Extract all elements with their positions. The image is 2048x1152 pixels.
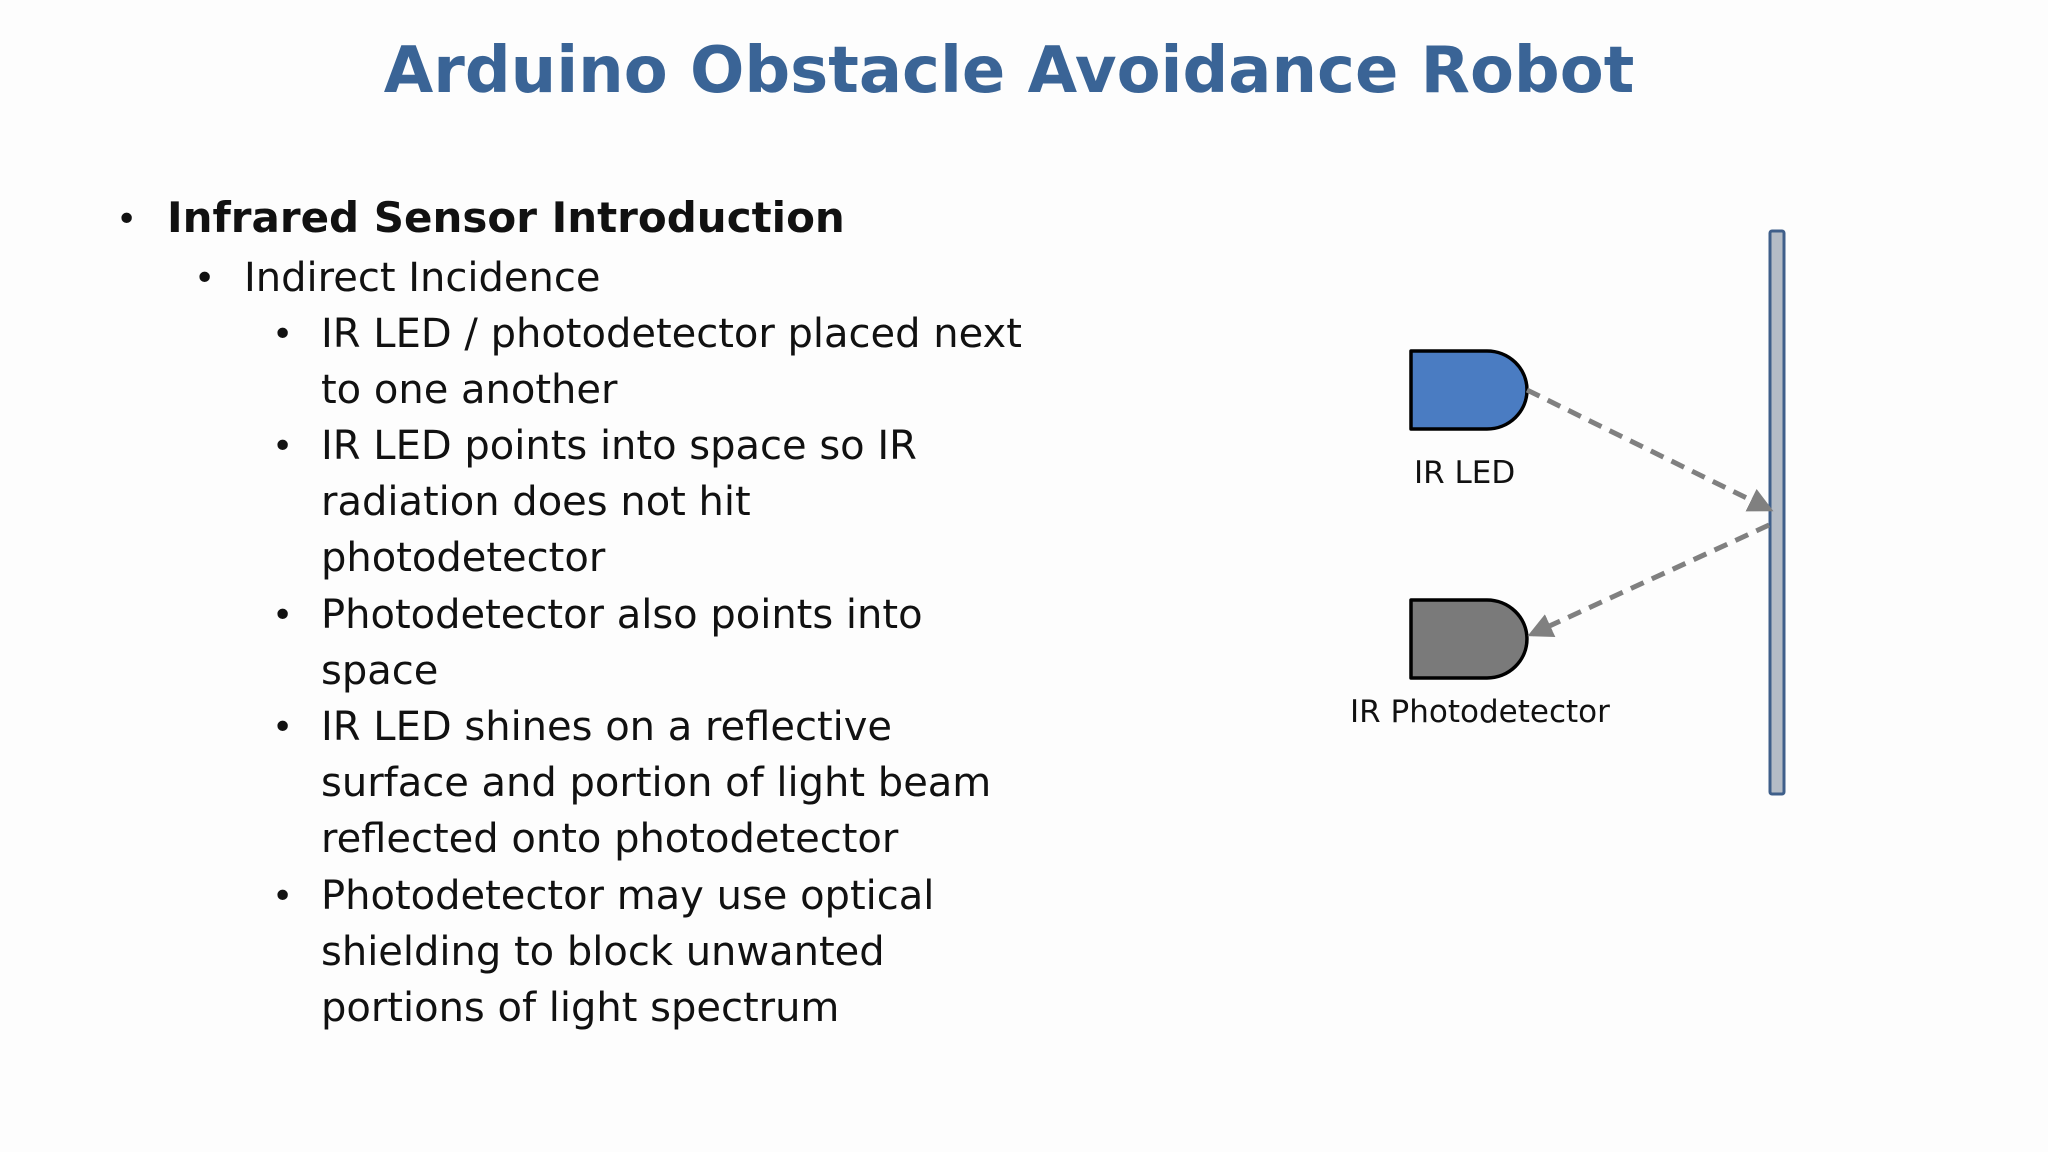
bullet-dot: •: [116, 199, 138, 240]
bullet-point-line: to one another: [321, 367, 618, 413]
ir-photodetector-shape: [1409, 598, 1529, 680]
ir-led-shape: [1409, 349, 1529, 431]
bullet-point-line: surface and portion of light beam: [321, 760, 992, 806]
bullet-dot: •: [272, 426, 294, 467]
bullet-point-line: reflected onto photodetector: [321, 816, 899, 862]
bullet-point-line: portions of light spectrum: [321, 985, 840, 1031]
reflected-beam-arrow: [1527, 522, 1771, 637]
bullet-point-line: photodetector: [321, 535, 606, 581]
reflective-surface: [1768, 229, 1786, 796]
bullet-point-line: IR LED points into space so IR: [321, 423, 917, 469]
bullet-dot: •: [272, 595, 294, 636]
bullet-list: • Infrared Sensor Introduction • Indirec…: [116, 193, 1022, 1031]
bullet-point-line: shielding to block unwanted: [321, 929, 885, 975]
bullet-subheading: Indirect Incidence: [244, 255, 601, 301]
ir-led-label: IR LED: [1414, 455, 1516, 491]
bullet-dot: •: [272, 707, 294, 748]
slide-title: Arduino Obstacle Avoidance Robot: [383, 34, 1635, 108]
ir-photodetector-label: IR Photodetector: [1350, 694, 1610, 730]
emitted-beam-arrow: [1525, 387, 1774, 512]
bullet-point-line: Photodetector may use optical: [321, 873, 935, 919]
bullet-point-line: IR LED / photodetector placed next: [321, 311, 1022, 357]
bullet-dot: •: [194, 258, 216, 299]
bullet-point-line: radiation does not hit: [321, 479, 751, 525]
bullet-heading: Infrared Sensor Introduction: [167, 193, 845, 242]
bullet-dot: •: [272, 314, 294, 355]
bullet-point-line: Photodetector also points into: [321, 592, 923, 638]
bullet-dot: •: [272, 876, 294, 917]
bullet-point-line: IR LED shines on a reflective: [321, 704, 893, 750]
bullet-point-line: space: [321, 648, 439, 694]
